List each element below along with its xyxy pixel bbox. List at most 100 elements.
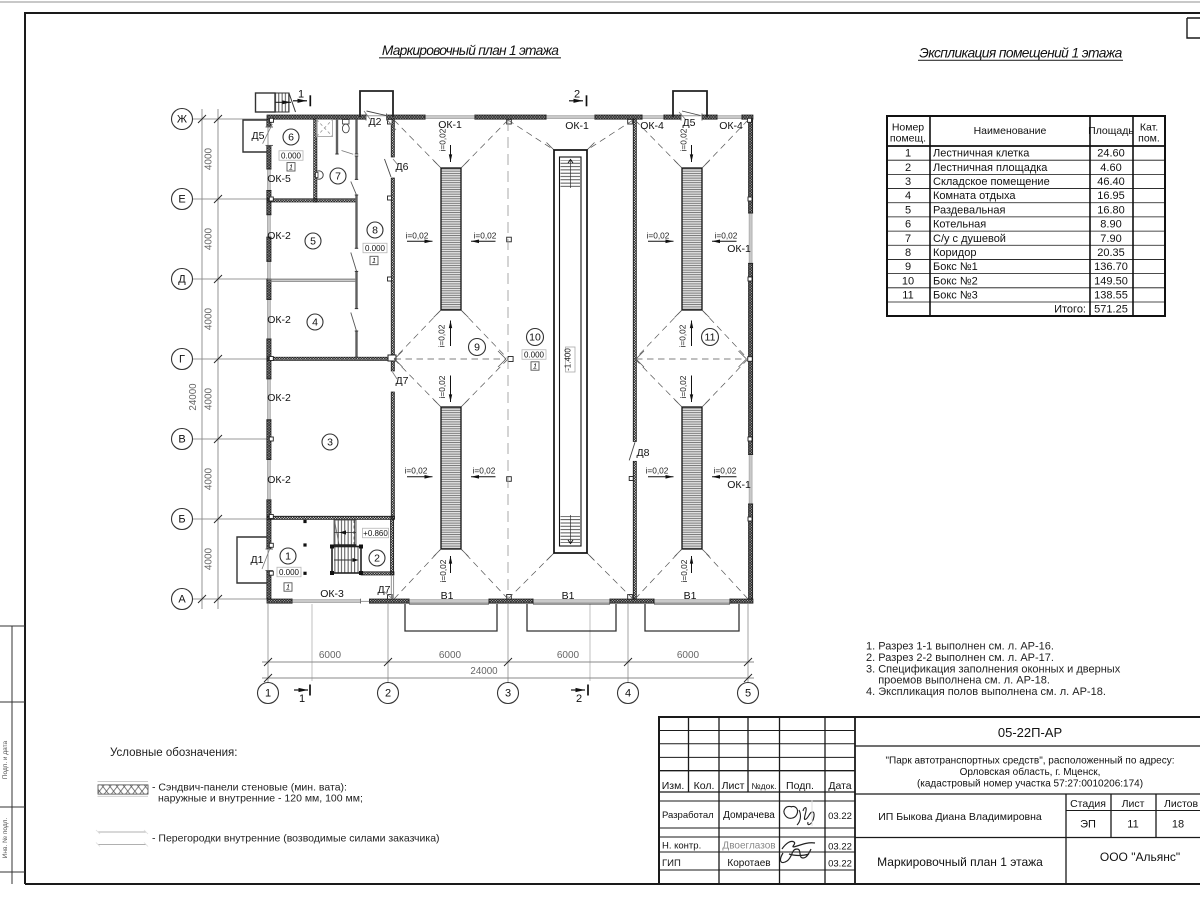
svg-text:2: 2	[576, 693, 582, 705]
svg-text:ОК-3: ОК-3	[320, 588, 344, 600]
svg-text:03.22: 03.22	[828, 859, 852, 870]
svg-text:i=0,02: i=0,02	[715, 231, 738, 241]
svg-text:2: 2	[574, 89, 580, 101]
svg-text:0.000: 0.000	[279, 568, 300, 577]
svg-text:i=0,02: i=0,02	[474, 231, 497, 241]
svg-text:ОК-1: ОК-1	[727, 243, 751, 255]
svg-text:3. Спецификация заполнения око: 3. Спецификация заполнения оконных и две…	[866, 663, 1121, 675]
svg-text:10: 10	[902, 275, 914, 287]
svg-text:0.000: 0.000	[524, 350, 545, 359]
svg-text:Б: Б	[178, 514, 185, 526]
svg-text:i=0,02: i=0,02	[646, 466, 669, 476]
svg-text:Изм.: Изм.	[662, 780, 685, 792]
svg-text:Бокс №1: Бокс №1	[933, 261, 978, 273]
svg-text:1: 1	[372, 256, 376, 265]
svg-text:В: В	[178, 434, 185, 446]
svg-text:пом.: пом.	[1138, 133, 1160, 145]
svg-text:0.000: 0.000	[365, 244, 386, 253]
svg-text:4. Экспликация полов выполнена: 4. Экспликация полов выполнена см. л. АР…	[866, 686, 1106, 698]
svg-text:2. Разрез 2-2 выполнен см. л.: 2. Разрез 2-2 выполнен см. л. АР-17.	[866, 652, 1054, 664]
svg-text:Раздевальная: Раздевальная	[933, 204, 1005, 216]
svg-text:05-22П-АР: 05-22П-АР	[998, 725, 1062, 740]
svg-text:5: 5	[745, 688, 751, 700]
svg-text:4: 4	[625, 688, 631, 700]
svg-text:Подп.: Подп.	[786, 780, 814, 792]
svg-text:i=0,02: i=0,02	[714, 466, 737, 476]
svg-text:Стадия: Стадия	[1070, 798, 1106, 810]
svg-text:ОК-1: ОК-1	[438, 119, 462, 131]
svg-text:Итого:: Итого:	[1054, 304, 1086, 316]
svg-text:Дата: Дата	[828, 780, 851, 792]
svg-text:1: 1	[299, 693, 305, 705]
svg-text:7: 7	[335, 171, 341, 183]
svg-text:3: 3	[505, 688, 511, 700]
svg-text:4000: 4000	[204, 467, 215, 490]
svg-text:1: 1	[265, 688, 271, 700]
svg-text:46.40: 46.40	[1097, 176, 1125, 188]
svg-text:Котельная: Котельная	[933, 219, 986, 231]
svg-text:Д5: Д5	[252, 130, 265, 142]
svg-text:- Сэндвич-панели стеновые (мин: - Сэндвич-панели стеновые (мин. вата):	[152, 782, 347, 794]
svg-text:24000: 24000	[470, 666, 498, 677]
svg-text:Комната отдыха: Комната отдыха	[933, 190, 1016, 202]
svg-text:i=0,02: i=0,02	[438, 128, 448, 151]
svg-text:1. Разрез 1-1 выполнен см. л.: 1. Разрез 1-1 выполнен см. л. АР-16.	[866, 641, 1054, 653]
svg-text:ОК-2: ОК-2	[267, 392, 291, 404]
svg-text:8.90: 8.90	[1100, 219, 1121, 231]
svg-text:16.95: 16.95	[1097, 190, 1125, 202]
svg-text:Е: Е	[178, 194, 185, 206]
svg-text:Д7: Д7	[396, 375, 409, 387]
svg-text:11: 11	[1127, 819, 1138, 831]
svg-text:ОК-1: ОК-1	[565, 120, 589, 132]
svg-text:Маркировочный план 1 этажа: Маркировочный план 1 этажа	[382, 43, 559, 58]
svg-text:Кат.: Кат.	[1140, 122, 1158, 134]
svg-text:Кол.: Кол.	[694, 780, 715, 792]
svg-text:ИП Быкова Диана Владимировна: ИП Быкова Диана Владимировна	[878, 811, 1042, 823]
svg-text:4000: 4000	[204, 307, 215, 330]
svg-text:10: 10	[529, 332, 541, 344]
svg-text:наружные и внутренние - 120 мм: наружные и внутренние - 120 мм, 100 мм;	[158, 793, 363, 805]
svg-text:Д2: Д2	[369, 116, 382, 128]
svg-text:- Перегородки внутренние (возв: - Перегородки внутренние (возводимые сил…	[152, 833, 440, 845]
svg-text:i=0,02: i=0,02	[438, 559, 448, 582]
svg-text:Д8: Д8	[637, 447, 650, 459]
svg-text:-1.400: -1.400	[564, 348, 573, 371]
svg-text:03.22: 03.22	[828, 842, 852, 853]
svg-text:Номер: Номер	[892, 122, 924, 134]
svg-text:4000: 4000	[204, 547, 215, 570]
svg-text:ОК-2: ОК-2	[267, 230, 291, 242]
svg-text:Орловская область, г. Мценск,: Орловская область, г. Мценск,	[960, 766, 1101, 778]
svg-text:Лестничная клетка: Лестничная клетка	[933, 148, 1030, 160]
svg-text:Складское помещение: Складское помещение	[933, 176, 1050, 188]
svg-text:ОК-2: ОК-2	[267, 314, 291, 326]
svg-text:i=0,02: i=0,02	[406, 231, 429, 241]
svg-text:Д: Д	[178, 274, 186, 286]
svg-text:Д1: Д1	[251, 554, 264, 566]
svg-text:20.35: 20.35	[1097, 247, 1125, 259]
svg-text:4000: 4000	[204, 227, 215, 250]
svg-text:4: 4	[905, 190, 911, 202]
svg-text:А: А	[178, 594, 186, 606]
svg-text:4000: 4000	[204, 387, 215, 410]
svg-text:Разработал: Разработал	[662, 810, 714, 821]
svg-text:i=0,02: i=0,02	[678, 375, 688, 398]
svg-text:8: 8	[905, 247, 911, 259]
svg-text:2: 2	[385, 688, 391, 700]
svg-text:i=0,02: i=0,02	[679, 128, 689, 151]
svg-text:4000: 4000	[204, 147, 215, 170]
svg-text:Двоеглазов: Двоеглазов	[722, 841, 775, 852]
svg-text:i=0,02: i=0,02	[647, 231, 670, 241]
svg-text:i=0,02: i=0,02	[473, 466, 496, 476]
svg-text:Листов: Листов	[1164, 798, 1199, 810]
svg-text:5: 5	[905, 204, 911, 216]
svg-text:помещ.: помещ.	[890, 133, 926, 145]
svg-text:1: 1	[289, 162, 293, 171]
svg-text:11: 11	[705, 332, 716, 344]
svg-text:4.60: 4.60	[1100, 162, 1121, 174]
svg-text:149.50: 149.50	[1094, 275, 1128, 287]
svg-text:6000: 6000	[319, 650, 342, 661]
svg-text:Коротаев: Коротаев	[727, 858, 770, 869]
svg-text:ЭП: ЭП	[1080, 819, 1096, 831]
svg-text:i=0,02: i=0,02	[437, 375, 447, 398]
svg-text:Подп. и дата: Подп. и дата	[2, 740, 9, 779]
